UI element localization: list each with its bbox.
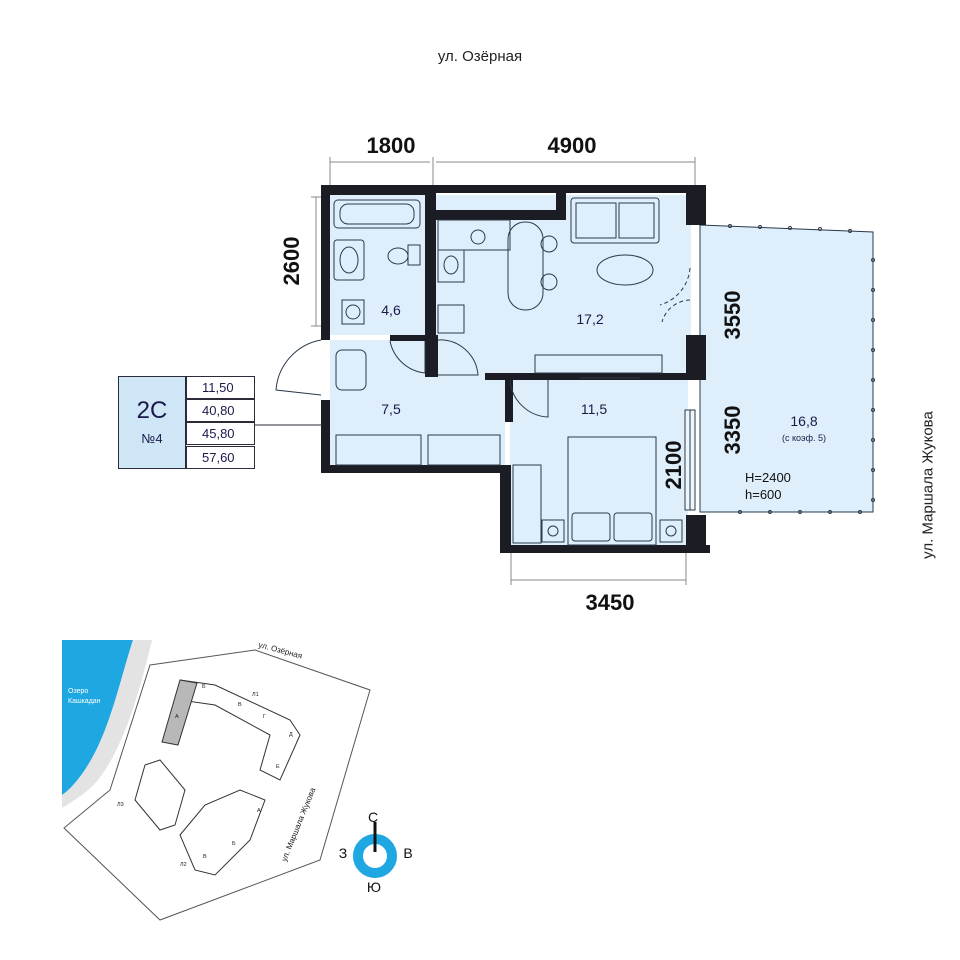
dim-right-inner: 2100 <box>661 440 686 490</box>
site-map-street-top: ул. Озёрная <box>257 640 303 660</box>
svg-text:Л3: Л3 <box>117 802 124 808</box>
apartment-number: №4 <box>141 431 163 446</box>
terrace-coefficient-note: (с коэф. 5) <box>781 433 827 443</box>
compass <box>353 822 397 878</box>
compass-north: С <box>367 809 379 825</box>
apartment-type: 2C <box>136 397 168 424</box>
furniture <box>333 197 683 546</box>
door-swings <box>275 267 691 418</box>
site-map-street-diagonal: ул. Маршала Жукова <box>280 786 318 863</box>
svg-text:Л1: Л1 <box>252 692 259 698</box>
terrace <box>699 224 875 514</box>
window-height-upper: H=2400 <box>745 470 791 485</box>
compass-west: З <box>338 845 348 861</box>
dim-top-right: 4900 <box>547 133 597 158</box>
apartment-value-4: 57,60 <box>186 446 255 469</box>
apartment-value-1: 11,50 <box>186 376 255 399</box>
area-hall: 7,5 <box>381 401 401 417</box>
walls <box>321 185 710 553</box>
dim-top-left: 1800 <box>366 133 416 158</box>
svg-text:Б: Б <box>232 841 236 847</box>
apartment-value-2: 40,80 <box>186 399 255 422</box>
dim-right-upper: 3550 <box>720 290 745 340</box>
svg-text:Л2: Л2 <box>180 862 187 868</box>
area-kitchen-living: 17,2 <box>576 311 604 327</box>
svg-text:В: В <box>238 702 242 708</box>
svg-text:А: А <box>257 808 261 814</box>
svg-text:Е: Е <box>276 764 280 770</box>
svg-text:Б: Б <box>202 684 206 690</box>
svg-text:А: А <box>175 714 179 720</box>
bedroom-window <box>684 409 696 511</box>
area-bathroom: 4,6 <box>381 302 401 318</box>
dim-bottom: 3450 <box>585 590 635 615</box>
apartment-type-box: 2C №4 <box>118 376 186 469</box>
site-boundary <box>63 649 371 921</box>
lake-label-line2: Кашкадан <box>68 698 101 705</box>
area-terrace: 16,8 <box>790 413 818 429</box>
lake-shore <box>62 640 152 808</box>
street-label-top: ул. Озёрная <box>437 48 523 65</box>
window-height-lower: h=600 <box>745 487 782 502</box>
svg-text:Д: Д <box>289 732 293 738</box>
apartment-value-3: 45,80 <box>186 422 255 445</box>
lake-label-line1: Озеро <box>68 688 88 695</box>
compass-east: В <box>403 845 413 861</box>
svg-text:Г: Г <box>263 714 266 720</box>
room-fills <box>330 195 691 545</box>
lake <box>62 640 133 795</box>
dim-right-lower: 3350 <box>720 405 745 455</box>
svg-text:В: В <box>203 854 207 860</box>
compass-south: Ю <box>366 879 382 895</box>
dim-left: 2600 <box>279 236 304 286</box>
area-bedroom: 11,5 <box>580 401 608 417</box>
